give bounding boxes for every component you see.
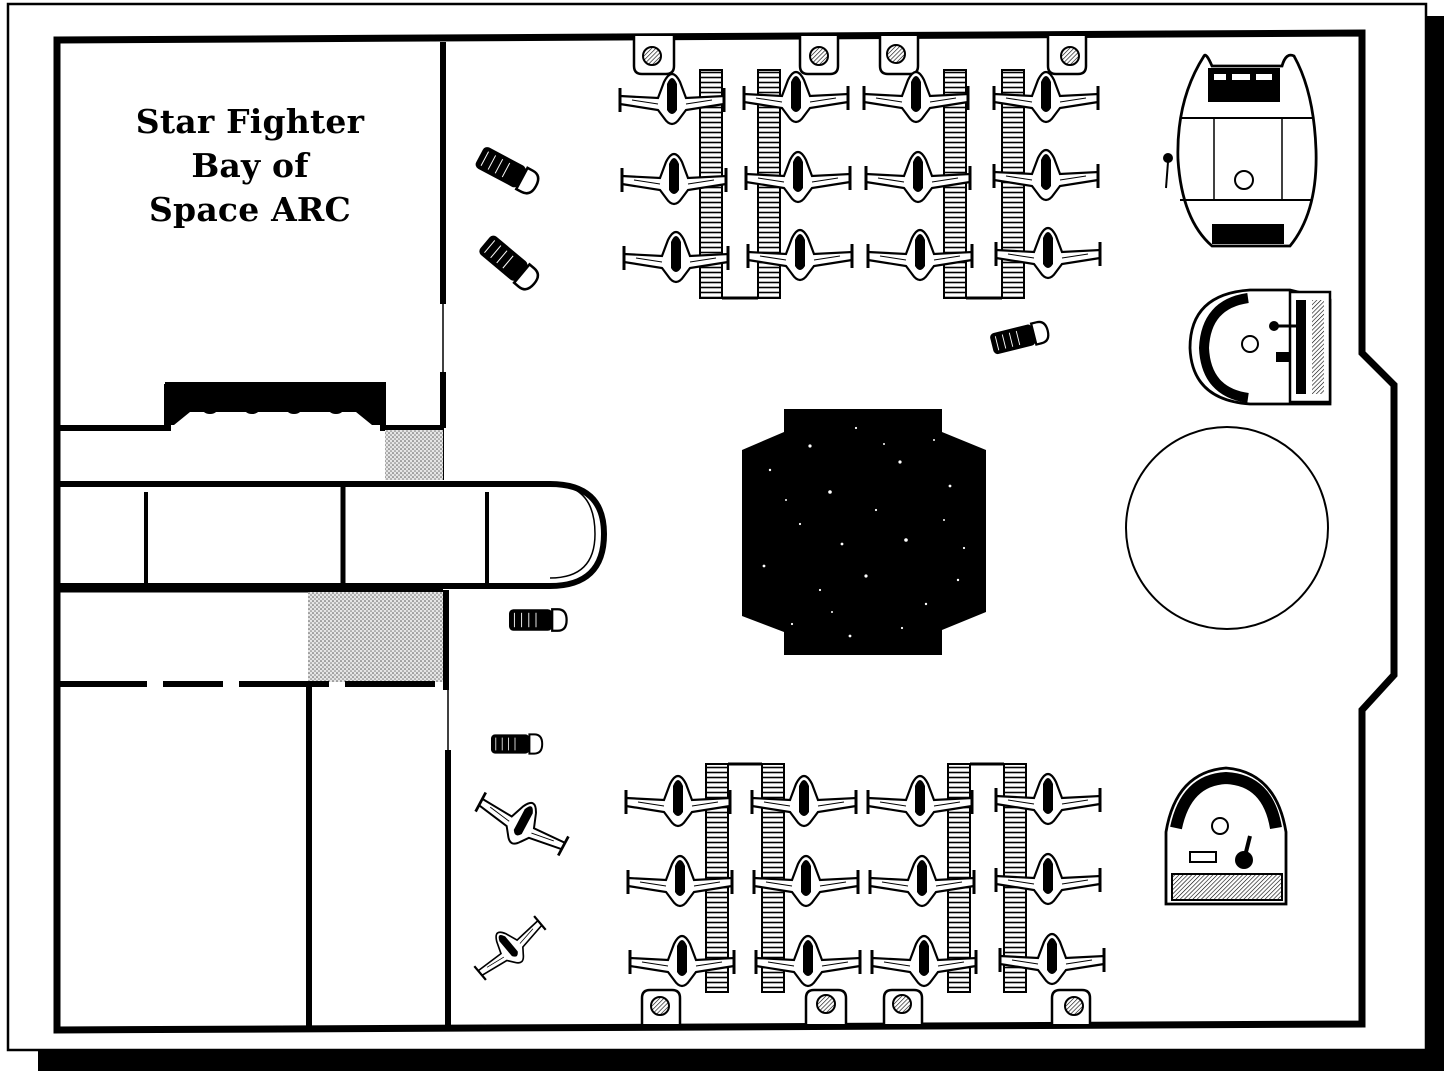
map-title: Star Fighter Bay of Space ARC <box>70 100 430 232</box>
starfield <box>762 426 966 638</box>
shaded-floor-panel <box>308 592 446 682</box>
shuttle-icon <box>1164 766 1288 906</box>
console-seat <box>284 394 304 414</box>
map-title-line: Bay of <box>191 146 309 185</box>
shuttle-icon <box>1188 288 1332 406</box>
wall-console <box>164 384 384 425</box>
corridor <box>54 428 608 690</box>
upper-pads <box>632 36 1088 76</box>
small-craft-icon <box>489 733 544 755</box>
map-title-line: Star Fighter <box>135 102 365 141</box>
small-craft-icon <box>507 608 568 632</box>
map-title-line: Space ARC <box>149 190 351 229</box>
circular-platform <box>1125 426 1329 630</box>
console-seat <box>326 394 346 414</box>
outer-hull-wall <box>53 29 1398 1034</box>
shuttle-icon <box>1163 53 1318 248</box>
console-seat <box>242 394 262 414</box>
lower-pads <box>640 988 1092 1024</box>
lower-left-rooms <box>54 684 451 1030</box>
shaded-floor-panel <box>385 430 443 480</box>
space-hatch <box>742 409 986 655</box>
console-seat <box>200 394 220 414</box>
